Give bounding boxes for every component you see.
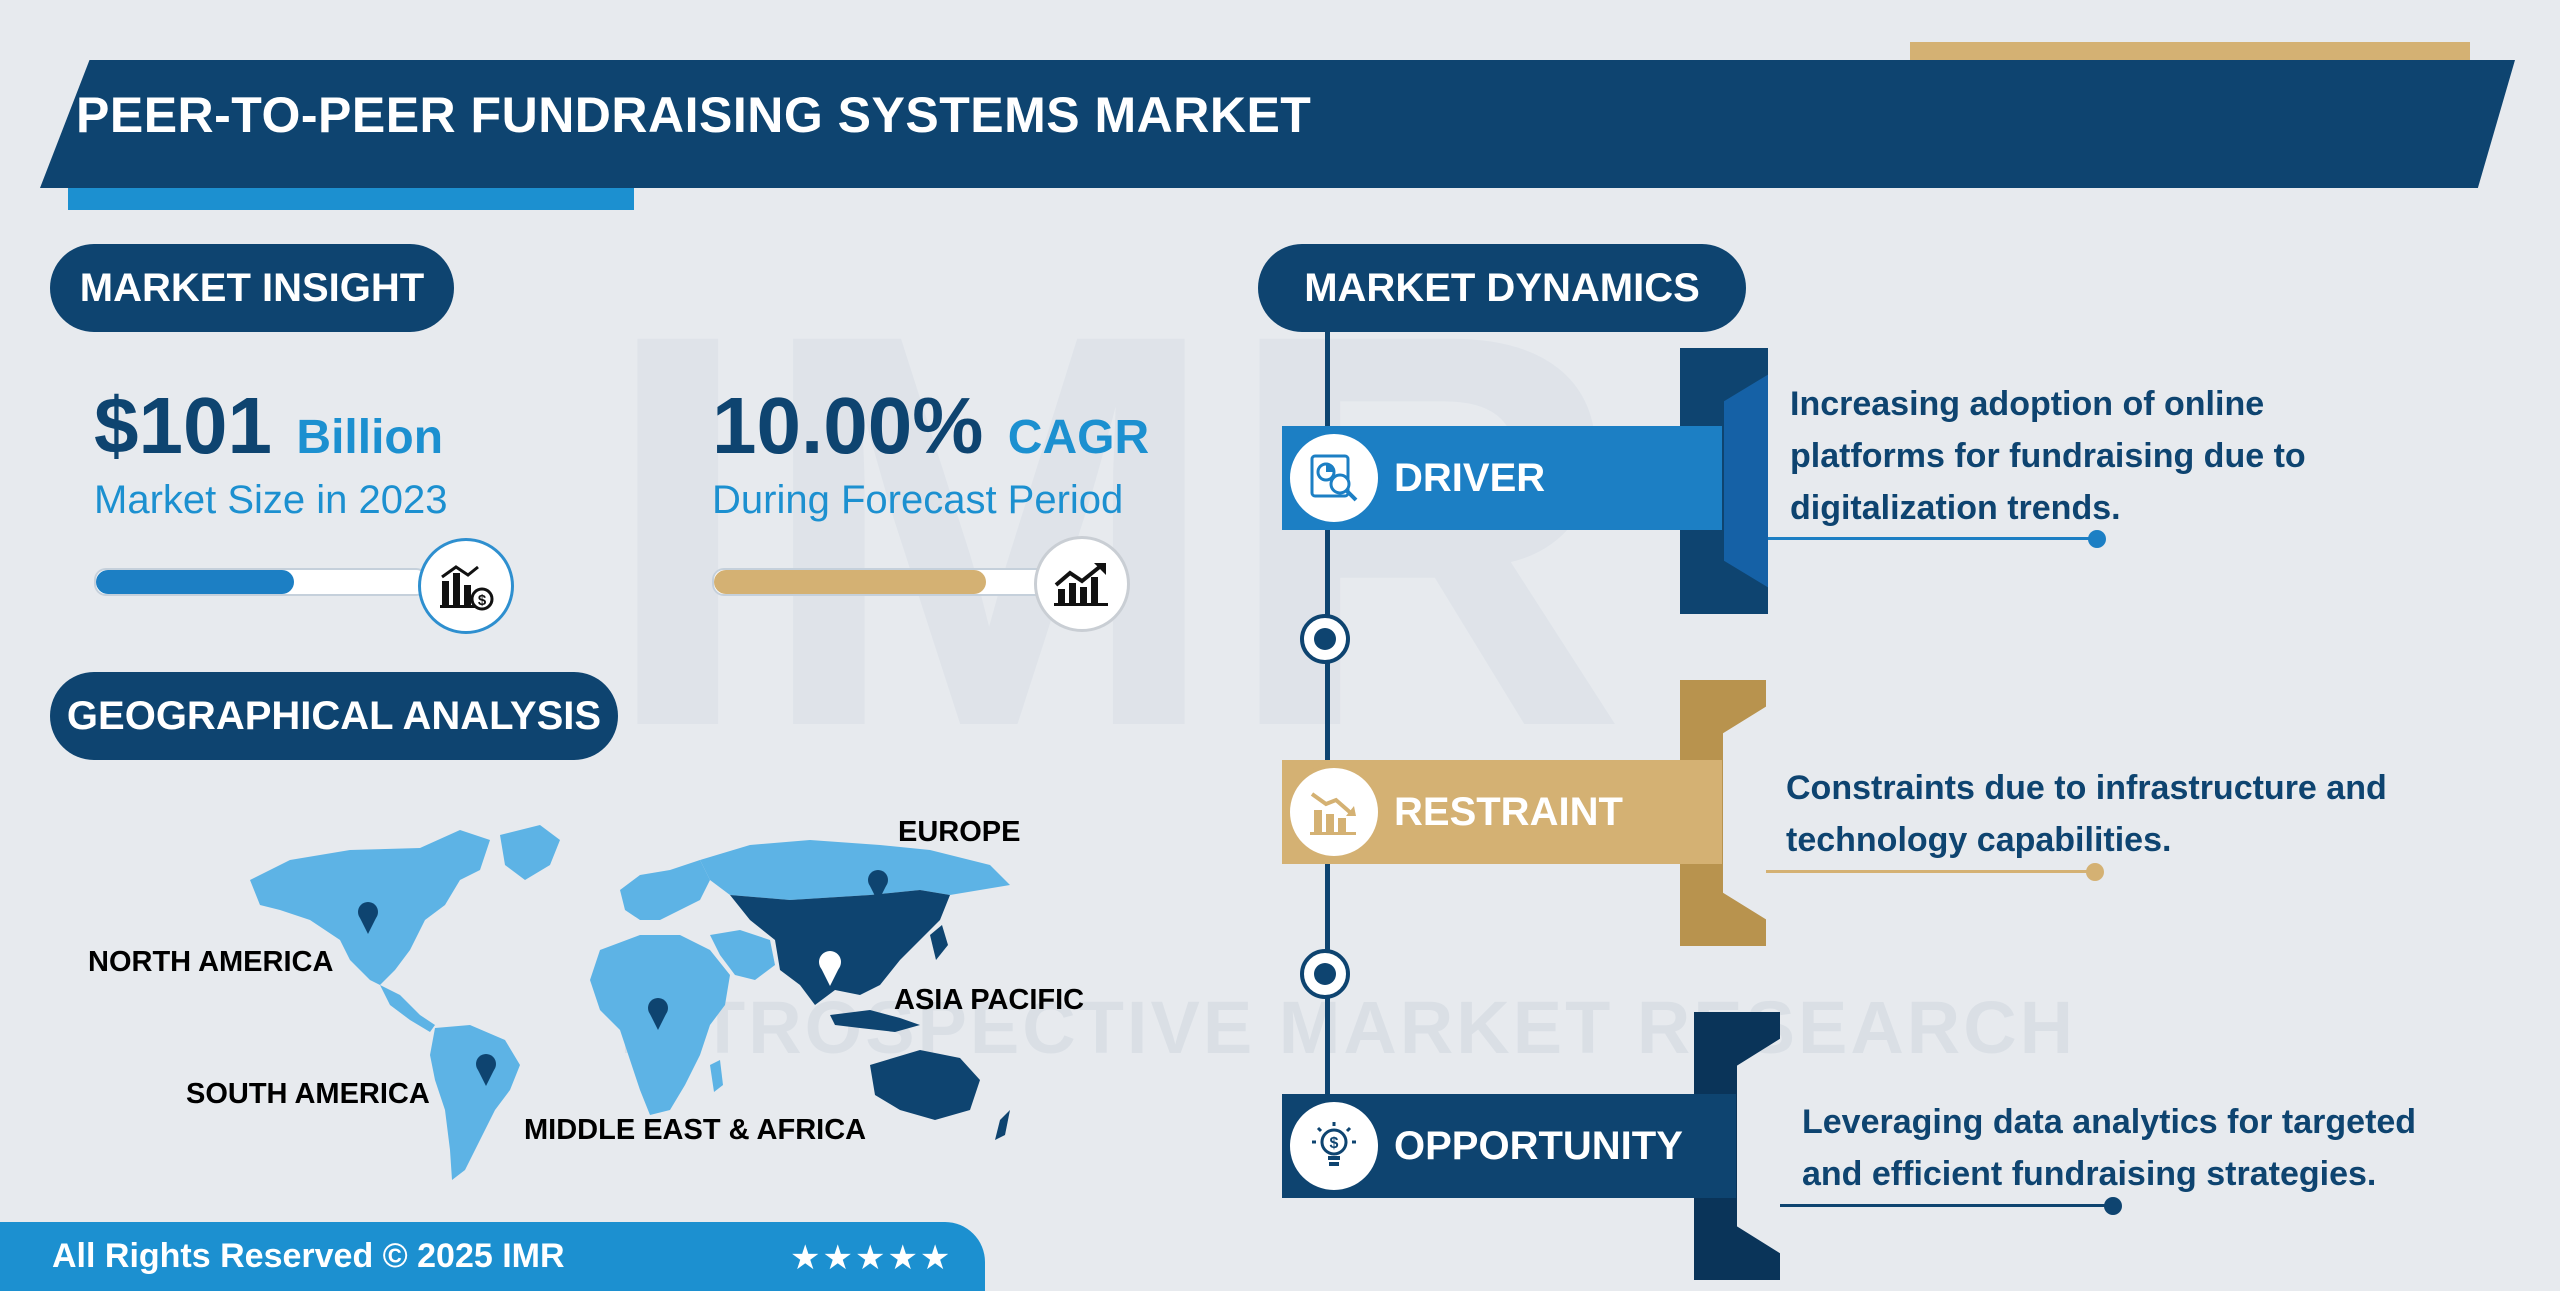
market-size-value-row: $101 Billion (94, 380, 443, 472)
market-size-bar (94, 568, 428, 596)
region-label-middle-east-africa: MIDDLE EAST & AFRICA (524, 1114, 867, 1146)
banner-accent-top (1910, 42, 2470, 64)
cagr-caption: During Forecast Period (712, 478, 1124, 522)
restraint-text-line-1: Constraints due to infrastructure and (1786, 769, 2387, 807)
svg-text:$: $ (1330, 1135, 1339, 1152)
pin-asia-pacific (819, 951, 841, 986)
pin-south-america (476, 1054, 496, 1086)
region-label-north-america: NORTH AMERICA (88, 946, 334, 978)
market-insight-heading-text: MARKET INSIGHT (79, 265, 425, 310)
opportunity-text: Leveraging data analytics for targeted a… (1802, 1096, 2416, 1200)
restraint-underline-dot (2086, 863, 2104, 881)
map-asia-pacific (730, 890, 950, 1005)
market-size-value: $101 (94, 381, 272, 470)
market-size-unit: Billion (296, 411, 444, 464)
map-south-america (430, 1025, 520, 1180)
cagr-bar-fill (714, 570, 986, 594)
region-label-south-america: SOUTH AMERICA (186, 1078, 430, 1110)
region-label-asia-pacific: ASIA PACIFIC (894, 984, 1085, 1016)
map-europe (620, 860, 710, 920)
driver-text-line-3: digitalization trends. (1790, 489, 2121, 527)
market-dynamics-heading-text: MARKET DYNAMICS (1304, 265, 1700, 310)
cagr-value-row: 10.00% CAGR (712, 380, 1149, 472)
driver-underline-dot (2088, 530, 2106, 548)
cagr-bar (712, 568, 1056, 596)
driver-text-line-2: platforms for fundraising due to (1790, 437, 2306, 475)
pin-north-america (358, 902, 378, 934)
driver-text-line-1: Increasing adoption of online (1790, 385, 2265, 423)
market-size-bar-fill (96, 570, 294, 594)
restraint-label: RESTRAINT (1394, 789, 1623, 834)
market-dynamics-heading: MARKET DYNAMICS (1258, 244, 1746, 332)
pin-africa (648, 998, 668, 1030)
declining-chart-icon (1286, 764, 1382, 860)
banner-accent-bottom (68, 188, 634, 210)
world-map (250, 825, 1010, 1180)
footer-copyright: All Rights Reserved © 2025 IMR (52, 1237, 565, 1275)
restraint-underline (1766, 870, 2092, 873)
money-idea-icon: $ (1286, 1098, 1382, 1194)
cagr-value: 10.00% (712, 381, 984, 470)
driver-label: DRIVER (1394, 455, 1546, 500)
driver-underline (1768, 537, 2094, 540)
opportunity-text-line-1: Leveraging data analytics for targeted (1802, 1103, 2417, 1141)
footer-stars: ★★★★★ (790, 1239, 953, 1277)
restraint-text: Constraints due to infrastructure and te… (1786, 762, 2387, 866)
driver-text: Increasing adoption of online platforms … (1790, 378, 2306, 534)
market-size-caption: Market Size in 2023 (94, 478, 448, 522)
timeline-node-2 (1300, 949, 1350, 999)
timeline-node-1 (1300, 614, 1350, 664)
opportunity-text-line-2: and efficient fundraising strategies. (1802, 1155, 2377, 1193)
growth-chart-icon (1034, 536, 1130, 632)
opportunity-underline (1780, 1204, 2110, 1207)
market-insight-heading: MARKET INSIGHT (50, 244, 454, 332)
geographical-analysis-heading-text: GEOGRAPHICAL ANALYSIS (66, 693, 602, 738)
svg-text:$: $ (478, 592, 487, 609)
analytics-report-icon (1286, 430, 1382, 526)
region-label-europe: EUROPE (898, 816, 1021, 848)
opportunity-underline-dot (2104, 1197, 2122, 1215)
watermark-logo: IMR (600, 217, 1627, 843)
footer-bar (0, 1222, 985, 1291)
opportunity-label: OPPORTUNITY (1394, 1123, 1683, 1168)
pin-europe (868, 870, 888, 902)
restraint-text-line-2: technology capabilities. (1786, 821, 2172, 859)
page-title: PEER-TO-PEER FUNDRAISING SYSTEMS MARKET (76, 87, 1312, 143)
geographical-analysis-heading: GEOGRAPHICAL ANALYSIS (50, 672, 618, 760)
cagr-unit: CAGR (1007, 411, 1150, 464)
chart-dollar-icon: $ (418, 538, 514, 634)
timeline-line (1325, 330, 1330, 1150)
title-banner (40, 60, 2515, 188)
